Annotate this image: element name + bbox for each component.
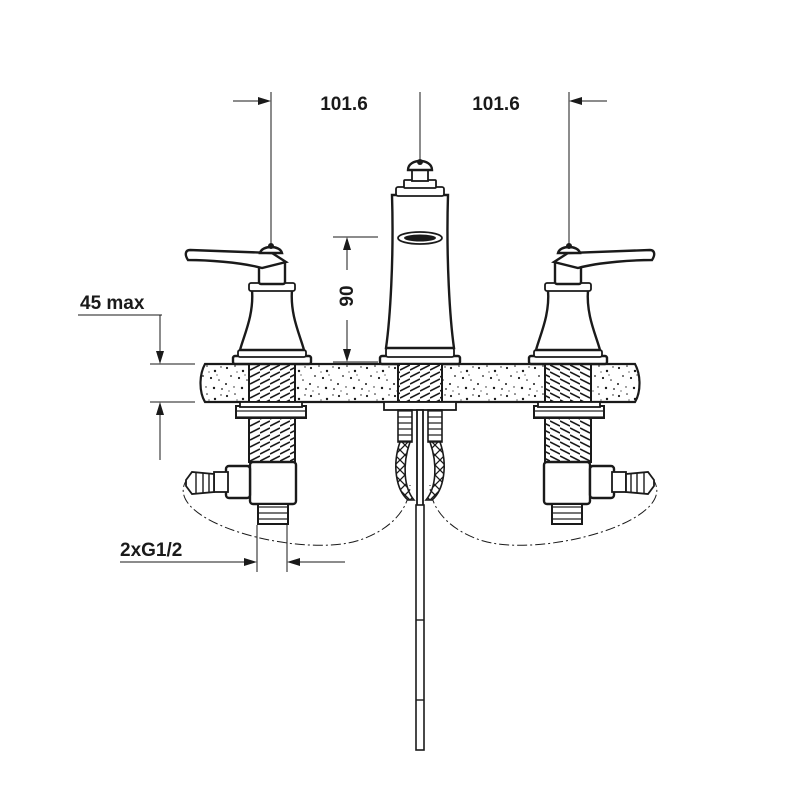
- left-valve: [184, 243, 313, 525]
- arrow-90-top: [343, 237, 351, 250]
- arrow-left-spacing: [258, 97, 271, 105]
- arrow-g12-right: [287, 558, 300, 566]
- arrow-45-top: [156, 351, 164, 364]
- label-connection: 2xG1/2: [120, 540, 182, 561]
- right-valve: [527, 243, 656, 525]
- arrow-90-bottom: [343, 349, 351, 362]
- arrow-right-spacing: [569, 97, 582, 105]
- label-spout-height: 90: [337, 285, 358, 306]
- label-spacing-right: 101.6: [472, 94, 520, 115]
- dimension-lines: [78, 92, 607, 572]
- left-hose-arc: [182, 477, 411, 546]
- arrow-g12-left: [244, 558, 257, 566]
- spout: [378, 159, 462, 751]
- arrow-45-bottom: [156, 402, 164, 415]
- label-spacing-left: 101.6: [320, 94, 368, 115]
- right-hose-arc: [429, 477, 658, 546]
- label-deck-thickness: 45 max: [80, 293, 145, 314]
